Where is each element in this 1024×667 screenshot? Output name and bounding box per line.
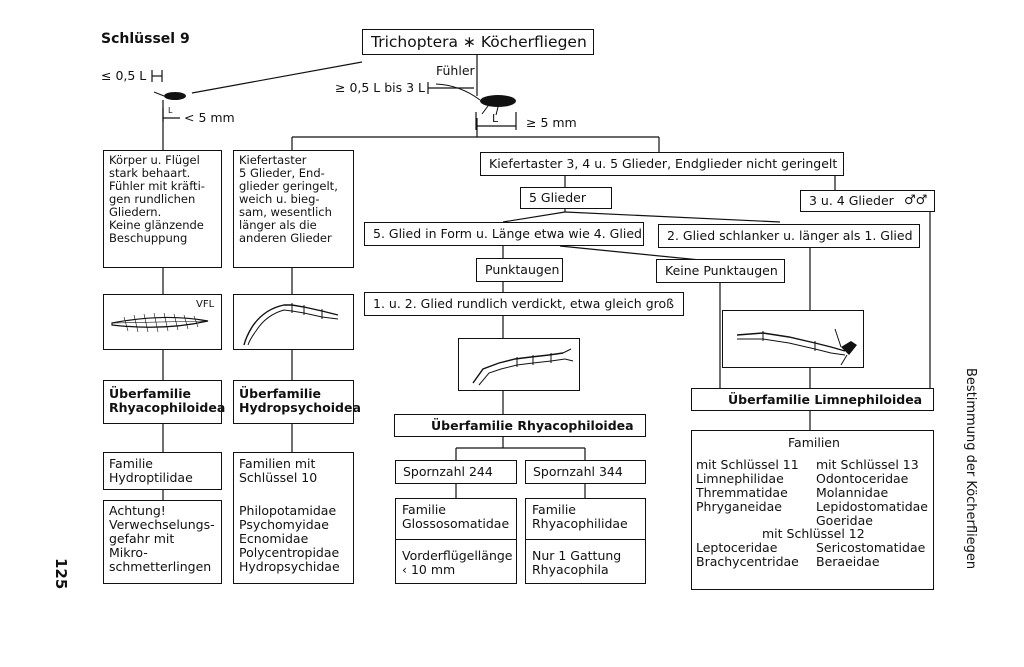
superfamily-limnephiloidea: Überfamilie Limnephiloidea bbox=[691, 388, 934, 411]
key10-family-list: Philopotamidae Psychomyidae Ecnomidae Po… bbox=[239, 503, 340, 574]
rhyacophilidae-text: Familie Rhyacophilidae bbox=[532, 502, 628, 531]
glossosomatidae-box: Familie Glossosomatidae Vorderflügelläng… bbox=[395, 498, 517, 584]
key13-column: mit Schlüssel 13 Odontoceridae Molannida… bbox=[816, 457, 928, 528]
rhyacophilidae-box: Familie Rhyacophilidae Nur 1 Gattung Rhy… bbox=[525, 498, 646, 584]
diagram-title-box: Trichoptera ∗ Köcherfliegen bbox=[362, 29, 594, 55]
thick-palp-drawing-box bbox=[458, 338, 580, 391]
family-hydroptilidae-text: Familie Hydroptilidae bbox=[109, 456, 193, 485]
five-segments-text: 5 Glieder bbox=[529, 190, 587, 205]
three-four-segments-text: 3 u. 4 Glieder bbox=[809, 193, 894, 208]
superfamily-label: Überfamilie Limnephiloidea bbox=[728, 392, 923, 407]
five-segments-box: 5 Glieder bbox=[520, 187, 612, 209]
no-ocelli-box: Keine Punktaugen bbox=[656, 259, 785, 283]
segment2-box: 2. Glied schlanker u. länger als 1. Glie… bbox=[658, 224, 920, 248]
glossosomatidae-text: Familie Glossosomatidae bbox=[402, 502, 510, 531]
family-hydroptilidae-box: Familie Hydroptilidae bbox=[103, 452, 222, 490]
male-symbols: ♂♂ bbox=[904, 193, 928, 208]
hairy-wing-icon bbox=[111, 312, 209, 333]
small-size-label: ≤ 0,5 L bbox=[101, 68, 147, 83]
wing-length-text: Vorderflügellänge ‹ 10 mm bbox=[402, 548, 513, 577]
ocelli-box: Punktaugen bbox=[476, 258, 563, 282]
superfamily-rhyacophiloidea-center: Überfamilie Rhyacophiloidea bbox=[394, 414, 646, 437]
segments-thick-box: 1. u. 2. Glied rundlich verdickt, etwa g… bbox=[364, 292, 684, 316]
key-label: Schlüssel 9 bbox=[101, 31, 190, 47]
ocelli-text: Punktaugen bbox=[485, 262, 560, 277]
spur244-box: Spornzahl 244 bbox=[395, 460, 517, 484]
limne-palp-drawing-box bbox=[722, 310, 864, 368]
segment5-box: 5. Glied in Form u. Länge etwa wie 4. Gl… bbox=[364, 222, 644, 246]
limne-palp-icon bbox=[736, 328, 857, 366]
superfamily-label: Überfamilie Rhyacophiloidea bbox=[431, 418, 634, 433]
one-genus-text: Nur 1 Gattung Rhyacophila bbox=[532, 548, 622, 577]
antenna-range-label: ≥ 0,5 L bis 3 L bbox=[335, 80, 426, 95]
warning-text: Achtung! Verwechselungs- gefahr mit Mikr… bbox=[109, 503, 215, 574]
spur244-text: Spornzahl 244 bbox=[403, 464, 493, 479]
wing-drawing-box: VFL bbox=[103, 294, 222, 350]
key10-box: Familien mit Schlüssel 10 Philopotamidae… bbox=[233, 452, 354, 584]
palp-drawing-box bbox=[233, 294, 354, 350]
key11-column: mit Schlüssel 11 Limnephilidae Thremmati… bbox=[696, 457, 799, 514]
hairy-body-text: Körper u. Flügel stark behaart. Fühler m… bbox=[109, 153, 205, 245]
vfl-label: VFL bbox=[196, 299, 215, 310]
superfamily-hydropsychoidea: Überfamilie Hydropsychoidea bbox=[233, 380, 361, 424]
superfamily-label: Überfamilie Rhyacophiloidea bbox=[109, 386, 226, 415]
spur344-box: Spornzahl 344 bbox=[525, 460, 646, 484]
small-body-label: < 5 mm bbox=[184, 110, 235, 125]
palp-not-ringed-text: Kiefertaster 3, 4 u. 5 Glieder, Endglied… bbox=[489, 156, 838, 171]
key12-right-column: Sericostomatidae Beraeidae bbox=[816, 540, 926, 569]
thick-palp-icon bbox=[472, 348, 574, 386]
no-ocelli-text: Keine Punktaugen bbox=[665, 263, 778, 278]
superfamily-rhyacophiloidea-left: Überfamilie Rhyacophiloidea bbox=[103, 380, 226, 424]
palp-not-ringed-box: Kiefertaster 3, 4 u. 5 Glieder, Endglied… bbox=[480, 152, 844, 176]
key12-heading: mit Schlüssel 12 bbox=[762, 526, 865, 541]
page-number: 125 bbox=[52, 558, 70, 590]
palp-ringed-box: Kiefertaster 5 Glieder, End- glieder ger… bbox=[233, 150, 354, 268]
small-length-mark: L bbox=[168, 106, 173, 115]
key10-heading: Familien mit Schlüssel 10 bbox=[239, 456, 318, 485]
large-insect-icon bbox=[435, 83, 516, 116]
length-mark: L bbox=[492, 112, 499, 125]
segments-thick-text: 1. u. 2. Glied rundlich verdickt, etwa g… bbox=[373, 296, 675, 311]
superfamily-label: Überfamilie Hydropsychoidea bbox=[239, 386, 361, 415]
segment5-text: 5. Glied in Form u. Länge etwa wie 4. Gl… bbox=[373, 226, 642, 241]
hairy-body-box: Körper u. Flügel stark behaart. Fühler m… bbox=[103, 150, 222, 268]
side-title: Bestimmung der Köcherfliegen bbox=[963, 368, 978, 570]
warning-box: Achtung! Verwechselungs- gefahr mit Mikr… bbox=[103, 500, 222, 584]
small-insect-icon bbox=[153, 91, 186, 100]
antenna-label: Fühler bbox=[436, 63, 475, 78]
segment2-text: 2. Glied schlanker u. länger als 1. Glie… bbox=[667, 228, 913, 243]
ringed-palp-icon bbox=[243, 303, 339, 346]
palp-ringed-text: Kiefertaster 5 Glieder, End- glieder ger… bbox=[239, 153, 338, 245]
key12-left-column: Leptoceridae Brachycentridae bbox=[696, 540, 799, 569]
divider bbox=[396, 539, 516, 540]
large-body-label: ≥ 5 mm bbox=[526, 115, 577, 130]
divider bbox=[526, 539, 645, 540]
limne-families-box: Familien mit Schlüssel 11 Limnephilidae … bbox=[691, 430, 934, 590]
diagram-title: Trichoptera ∗ Köcherfliegen bbox=[371, 33, 587, 51]
three-four-segments-box: 3 u. 4 Glieder ♂♂ bbox=[800, 190, 935, 212]
families-heading: Familien bbox=[788, 435, 840, 450]
spur344-text: Spornzahl 344 bbox=[533, 464, 623, 479]
